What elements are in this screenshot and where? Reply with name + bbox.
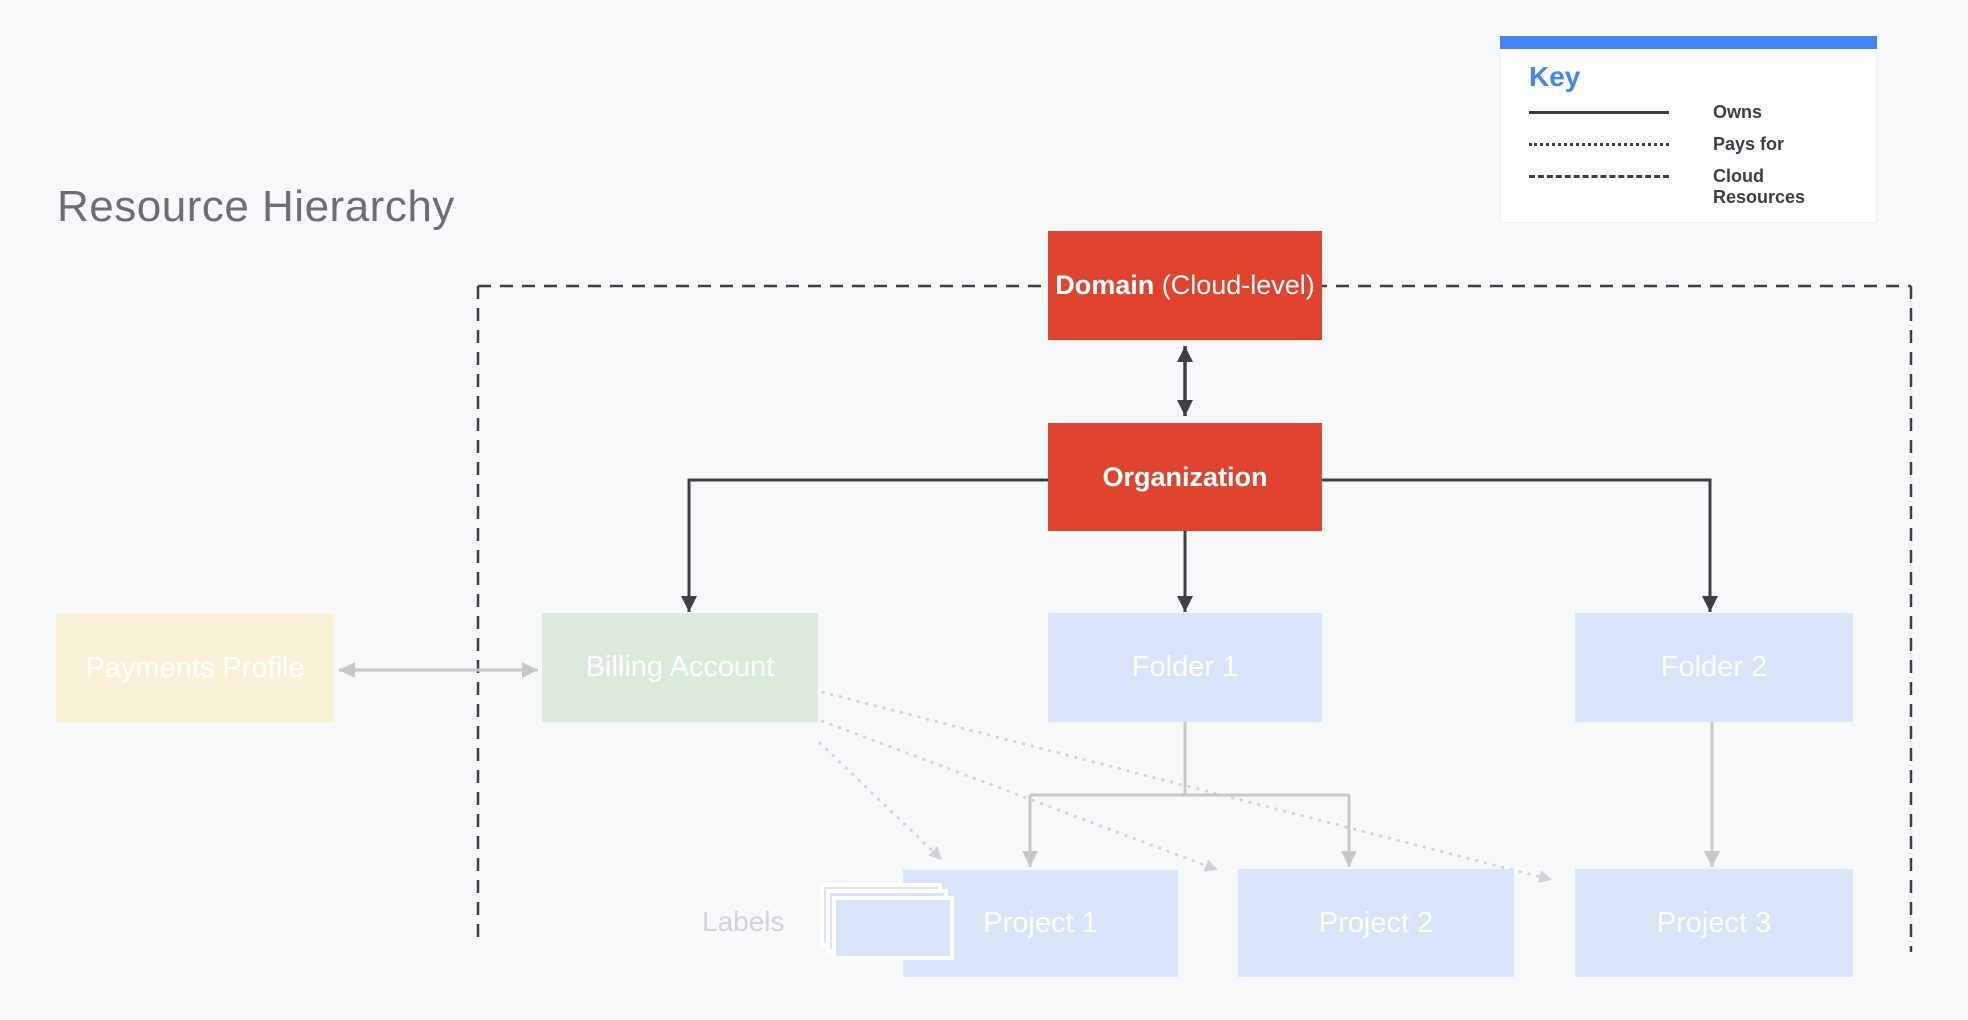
- legend-label-pays-for: Pays for: [1713, 134, 1785, 154]
- legend-row-owns: Owns: [1529, 102, 1862, 123]
- node-payments-profile: Payments Profile: [56, 614, 334, 722]
- legend-label-cloud-resources: Cloud Resources: [1713, 166, 1806, 207]
- node-folder-2: Folder 2: [1575, 613, 1853, 722]
- legend-accent-bar: [1500, 36, 1877, 49]
- node-payments-profile-label: Payments Profile: [85, 651, 305, 684]
- node-folder-1: Folder 1: [1048, 613, 1322, 722]
- node-folder-1-label: Folder 1: [1131, 651, 1239, 683]
- paysfor-arrow-billing-to-project1: [818, 741, 944, 862]
- labels-caption: Labels: [702, 906, 785, 937]
- node-project-1-label: Project 1: [983, 907, 1098, 939]
- node-organization: Organization: [1048, 423, 1322, 531]
- legend-row-pays-for: Pays for: [1529, 134, 1862, 155]
- node-domain-label: Domain (Cloud-level): [1055, 270, 1315, 301]
- label-card-front: [832, 896, 954, 960]
- labels-stack-icon: [820, 883, 960, 975]
- owns-arrow-org-to-folder2: [1322, 478, 1718, 612]
- node-organization-label: Organization: [1102, 461, 1268, 492]
- legend-label-owns: Owns: [1713, 102, 1763, 122]
- node-domain: Domain (Cloud-level): [1048, 231, 1322, 340]
- owns-line-sample: [1529, 111, 1669, 114]
- node-billing-account-label: Billing Account: [585, 651, 775, 683]
- node-billing-account: Billing Account: [542, 613, 818, 722]
- node-project-3: Project 3: [1575, 869, 1853, 977]
- paysfor-arrow-billing-to-project2: [812, 716, 1220, 872]
- cloud-resources-line-sample: [1529, 175, 1669, 178]
- paysfor-arrow-billing-to-project3: [812, 688, 1554, 884]
- legend: Key Owns Pays for Cloud Resources: [1500, 36, 1877, 223]
- legend-title: Key: [1529, 61, 1581, 92]
- node-domain-label-bold: Domain: [1055, 270, 1155, 300]
- node-domain-label-regular: (Cloud-level): [1154, 270, 1315, 300]
- node-project-2-label: Project 2: [1318, 906, 1434, 939]
- legend-body: Key Owns Pays for Cloud Resources: [1529, 61, 1862, 219]
- pays-for-line-sample: [1529, 143, 1669, 146]
- legend-row-cloud-resources: Cloud Resources: [1529, 166, 1862, 208]
- owns-arrow-org-to-billing: [681, 478, 1048, 612]
- node-project-2: Project 2: [1238, 869, 1514, 977]
- node-project-3-label: Project 3: [1656, 906, 1772, 939]
- page-title: Resource Hierarchy: [57, 182, 455, 231]
- node-folder-2-label: Folder 2: [1660, 651, 1768, 683]
